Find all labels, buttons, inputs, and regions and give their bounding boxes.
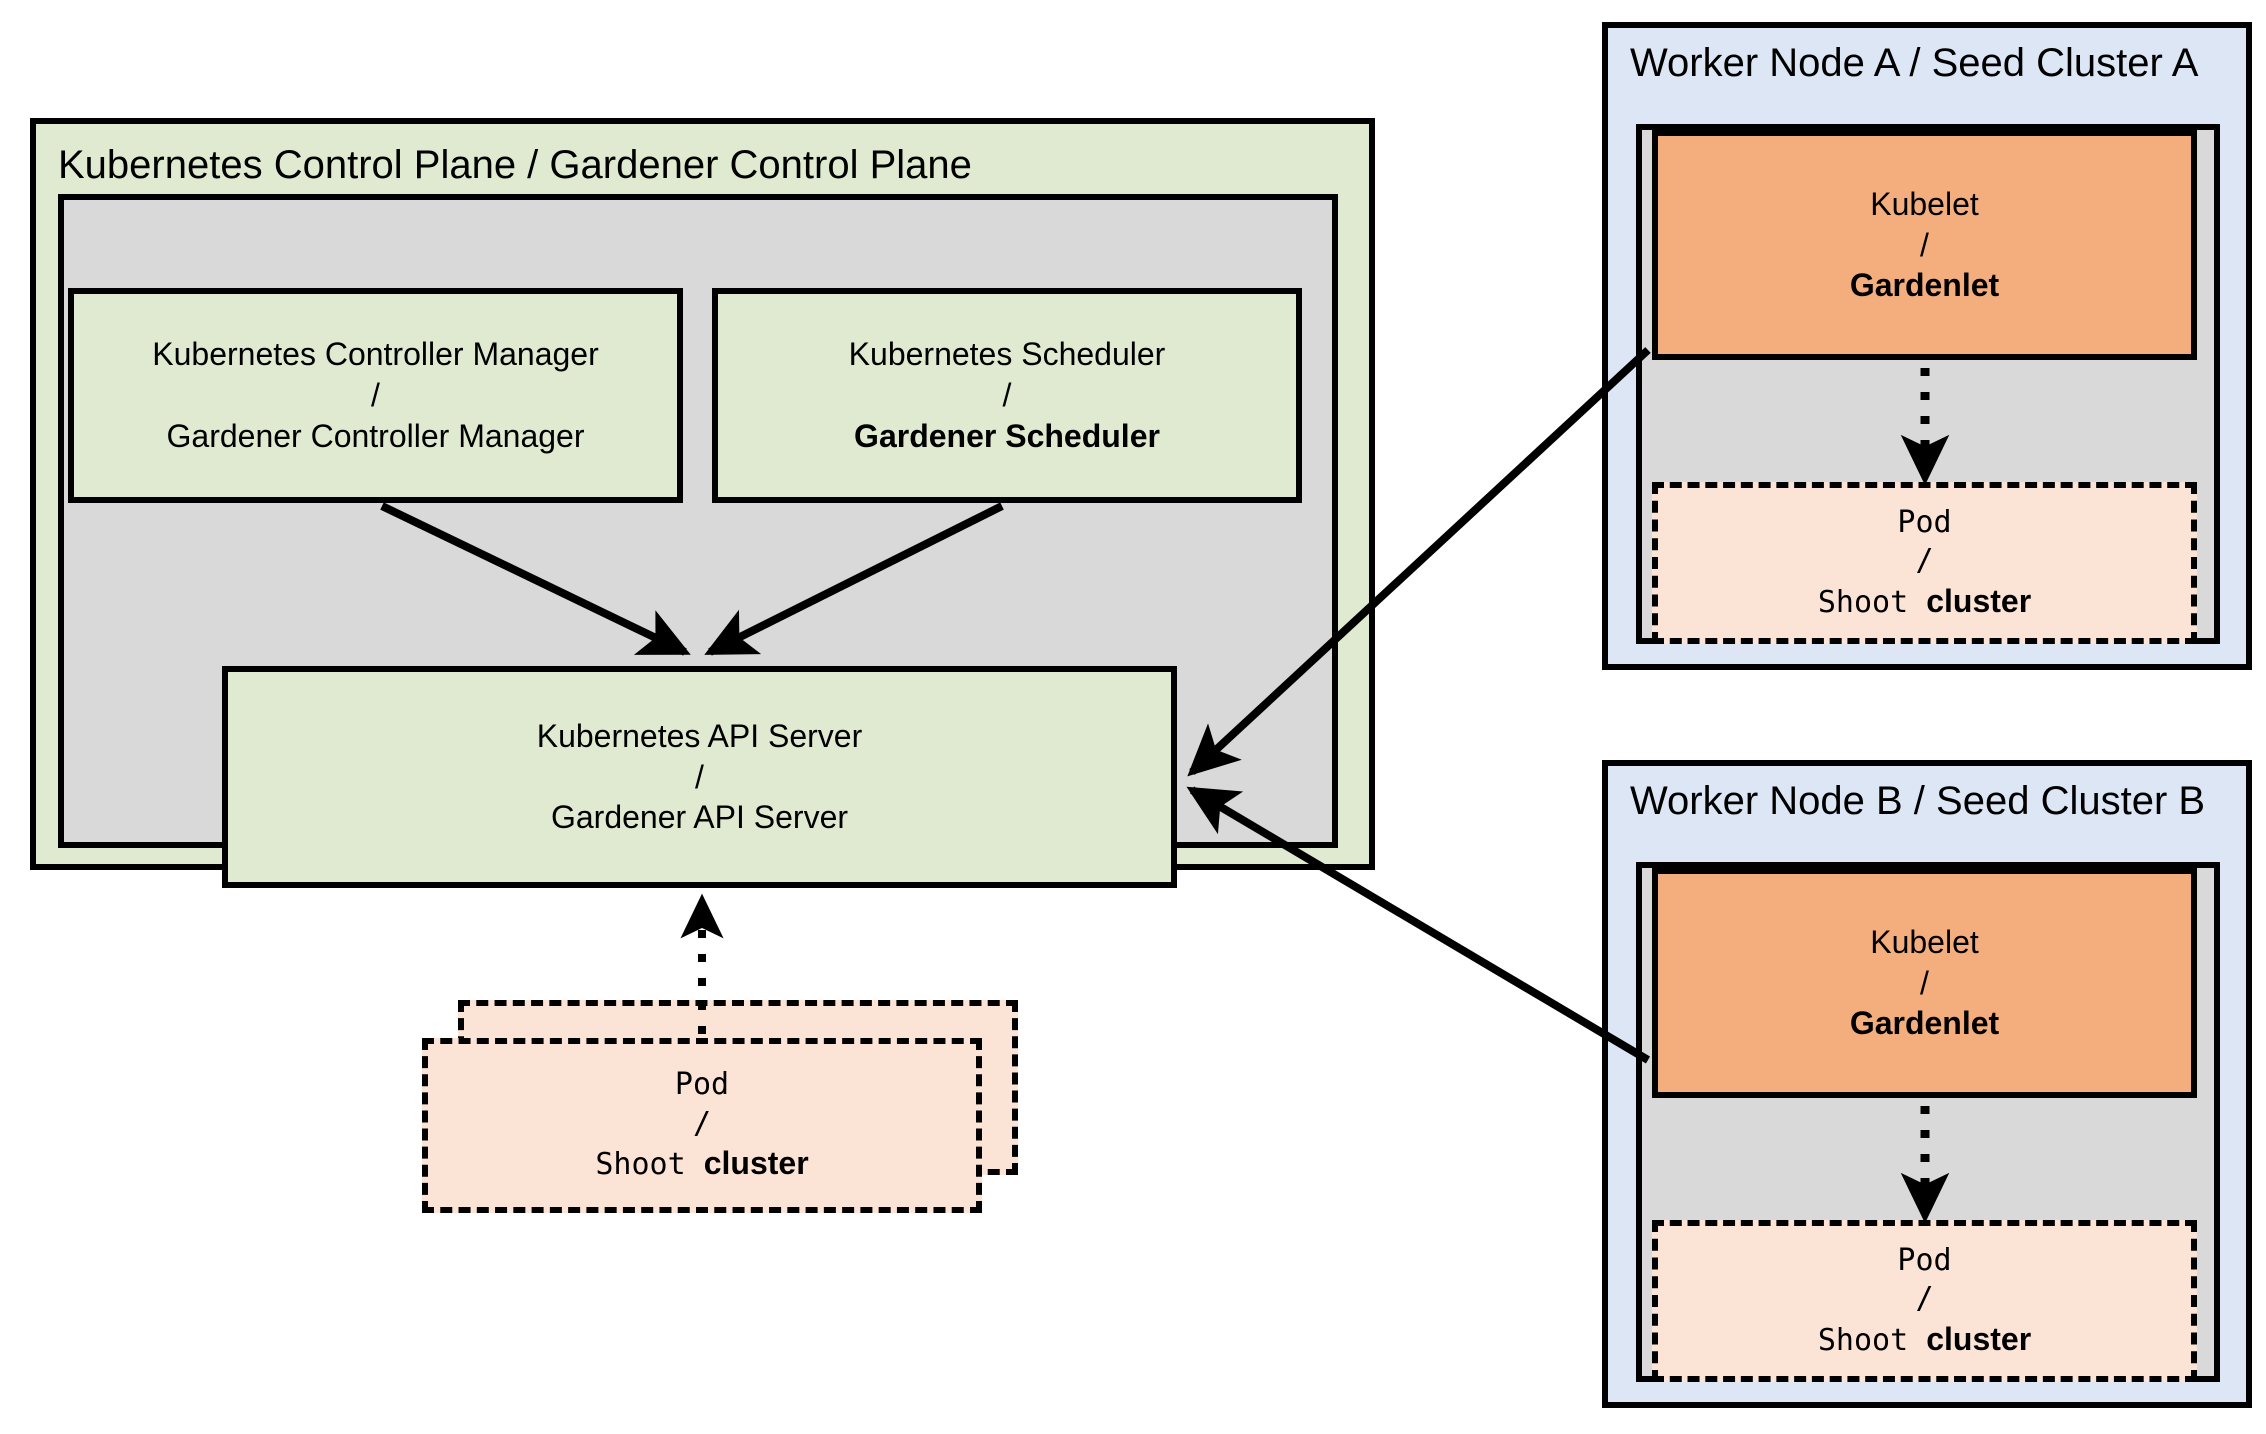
gardenlet-b-line: Gardenlet xyxy=(1849,1005,2000,1042)
gardener-scheduler-line: Gardener Scheduler xyxy=(854,417,1160,454)
worker-node-b-title: Worker Node B / Seed Cluster B xyxy=(1630,779,2206,823)
kubelet-gardenlet-a-box[interactable]: Kubelet / Gardenlet xyxy=(1652,130,2197,360)
gardener-controller-manager-line: Gardener Controller Manager xyxy=(166,417,585,454)
control-plane-pod-separator: / xyxy=(692,1105,712,1141)
pod-a-separator: / xyxy=(1915,543,1934,579)
pod-a-line1: Pod xyxy=(1897,504,1952,540)
worker-node-a-title: Worker Node A / Seed Cluster A xyxy=(1630,41,2199,85)
pod-b-cluster-text: cluster xyxy=(1926,1320,2032,1357)
controller-manager-line1: Kubernetes Controller Manager xyxy=(152,336,599,373)
kubelet-a-separator: / xyxy=(1920,226,1929,263)
api-server-separator: / xyxy=(695,758,704,795)
pod-a-shoot-text: Shoot xyxy=(1817,584,1927,620)
kubelet-b-separator: / xyxy=(1920,964,1929,1001)
gardener-api-server-line: Gardener API Server xyxy=(550,799,849,836)
control-plane-pod-line2: Shoot cluster xyxy=(595,1143,808,1184)
gardenlet-a-line: Gardenlet xyxy=(1849,267,2000,304)
kubernetes-api-server-box[interactable]: Kubernetes API Server / Gardener API Ser… xyxy=(222,666,1177,888)
control-plane-pod-cluster-text: cluster xyxy=(703,1145,809,1182)
control-plane-pod-line1: Pod xyxy=(674,1067,730,1103)
pod-a-line2: Shoot cluster xyxy=(1818,581,2031,622)
api-server-line1: Kubernetes API Server xyxy=(536,717,863,754)
pod-b-line1: Pod xyxy=(1897,1242,1952,1278)
pod-b-box[interactable]: Pod / Shoot cluster xyxy=(1652,1220,2197,1382)
kubelet-gardenlet-b-box[interactable]: Kubelet / Gardenlet xyxy=(1652,868,2197,1098)
scheduler-line1: Kubernetes Scheduler xyxy=(848,336,1166,373)
pod-b-shoot-text: Shoot xyxy=(1817,1322,1927,1358)
pod-b-line2: Shoot cluster xyxy=(1818,1319,2031,1360)
pod-a-box[interactable]: Pod / Shoot cluster xyxy=(1652,482,2197,644)
control-plane-pod-shoot-text: Shoot xyxy=(595,1147,704,1183)
kubernetes-scheduler-box[interactable]: Kubernetes Scheduler / Gardener Schedule… xyxy=(712,288,1302,503)
pod-b-separator: / xyxy=(1915,1281,1934,1317)
pod-a-cluster-text: cluster xyxy=(1926,582,2032,619)
kubelet-a-line1: Kubelet xyxy=(1870,185,1979,222)
kubelet-b-line1: Kubelet xyxy=(1870,923,1979,960)
scheduler-separator: / xyxy=(1002,377,1012,414)
controller-manager-separator: / xyxy=(371,377,380,414)
control-plane-pod-box[interactable]: Pod / Shoot cluster xyxy=(422,1038,982,1213)
control-plane-title: Kubernetes Control Plane / Gardener Cont… xyxy=(58,143,972,187)
kubernetes-controller-manager-box[interactable]: Kubernetes Controller Manager / Gardener… xyxy=(68,288,683,503)
